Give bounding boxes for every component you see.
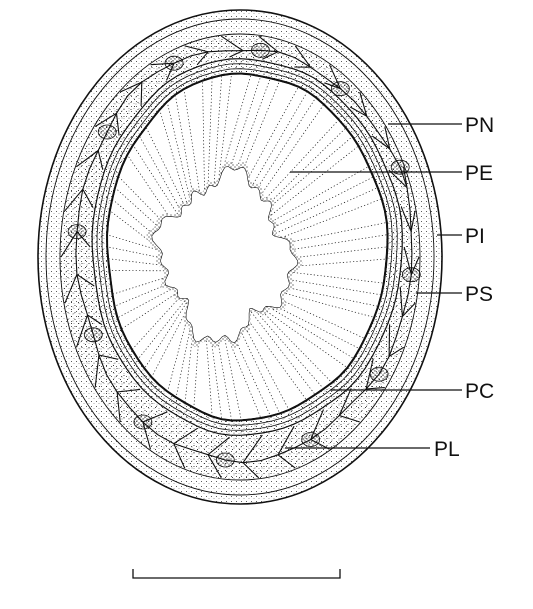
label-pi: PI	[465, 225, 485, 248]
label-ps: PS	[465, 283, 493, 306]
labels: PN PE PI PS PC PL	[434, 114, 494, 461]
dense-junction	[216, 453, 234, 467]
dense-junction	[370, 367, 388, 381]
dense-junction	[68, 225, 86, 239]
dense-junction	[84, 328, 102, 342]
dense-junction	[251, 43, 269, 57]
scale-bar	[133, 569, 340, 578]
dense-junction	[134, 415, 152, 429]
label-pc: PC	[465, 380, 494, 403]
dense-junction	[402, 268, 420, 282]
dense-junction	[98, 125, 116, 139]
label-pn: PN	[465, 114, 494, 137]
dense-junction	[165, 56, 183, 70]
label-pl: PL	[434, 438, 460, 461]
label-pe: PE	[465, 162, 493, 185]
dense-junction	[302, 433, 320, 447]
